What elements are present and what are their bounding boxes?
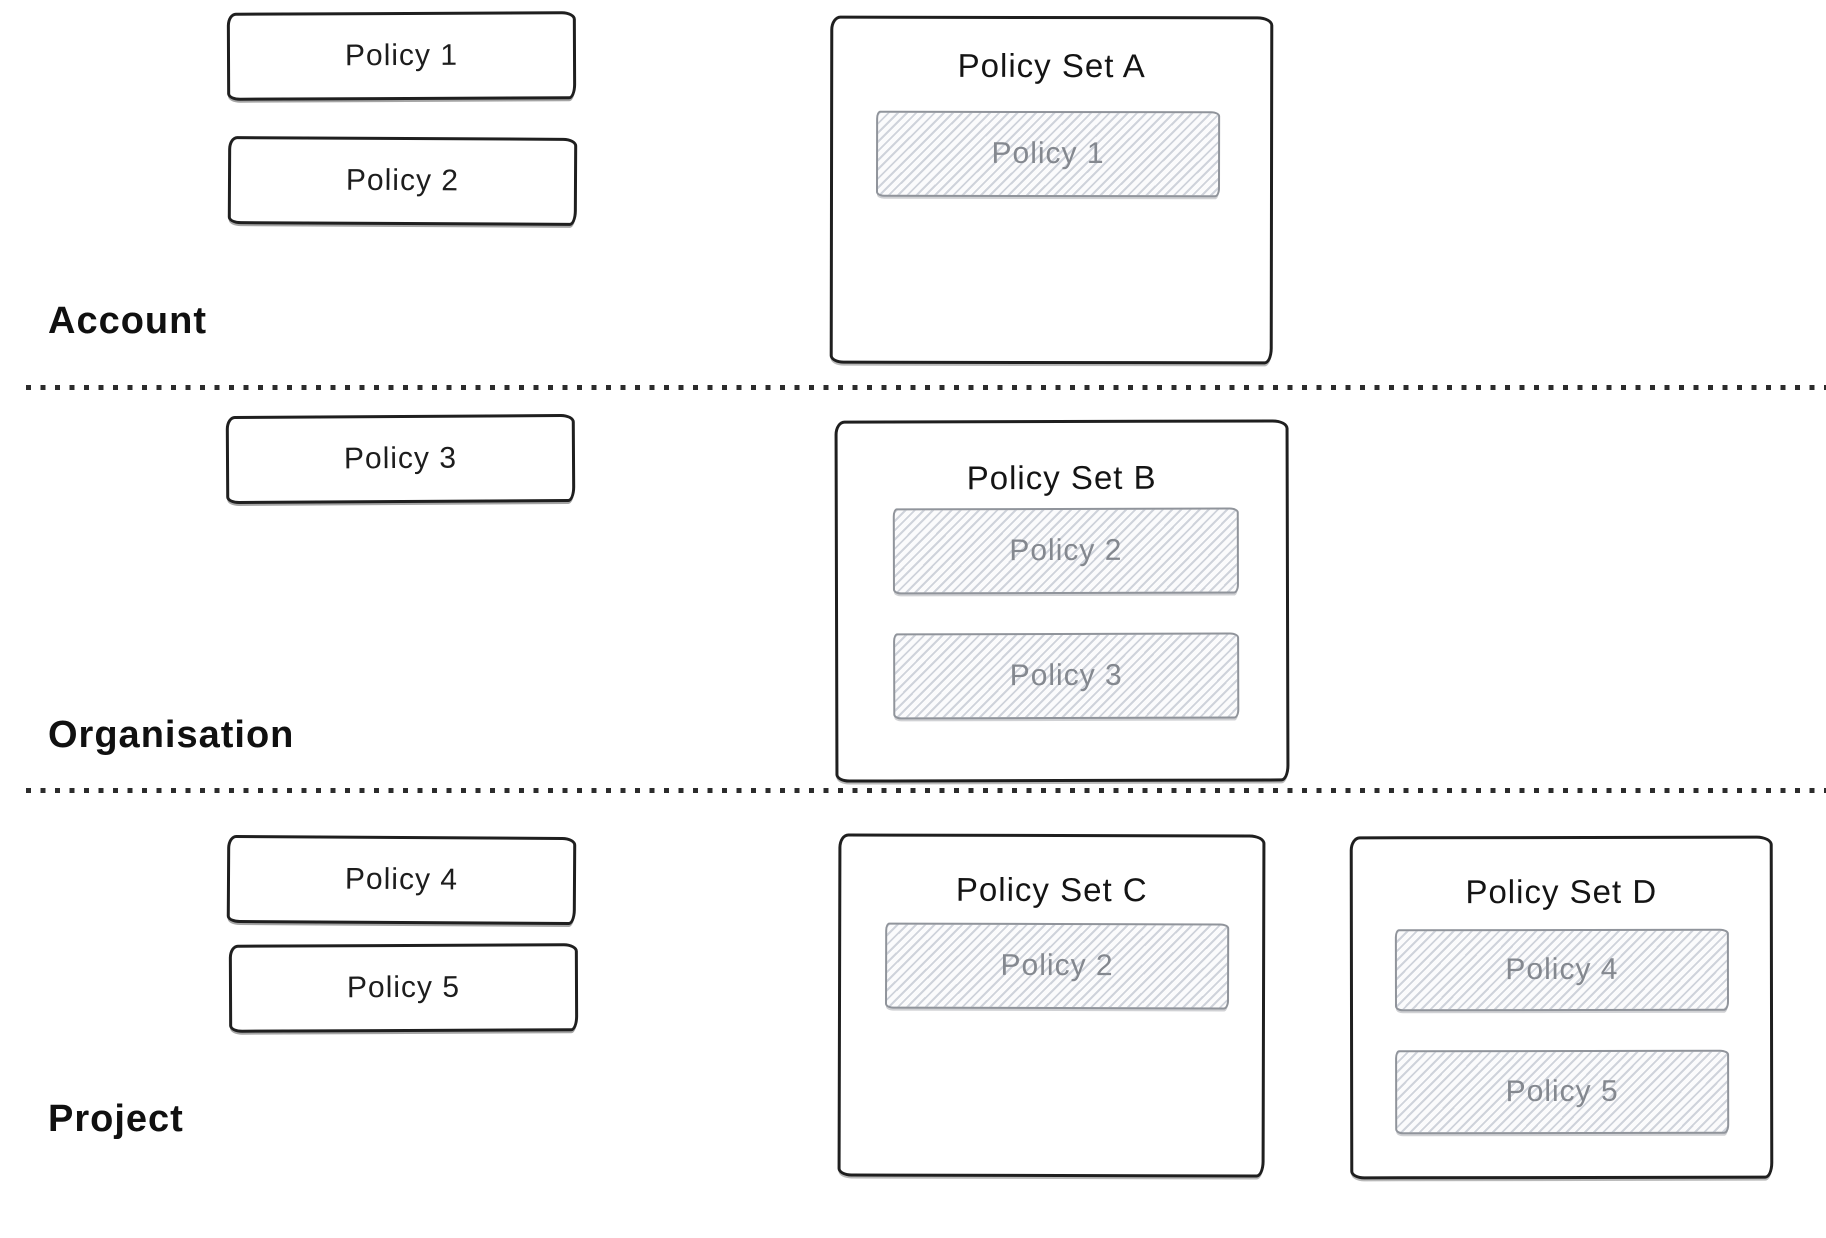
policy-set-b-member-policy-2: Policy 2 (892, 507, 1239, 595)
tier-label-account: Account (48, 300, 207, 342)
policy-4-box: Policy 4 (226, 834, 577, 926)
policy-set-d-title: Policy Set D (1465, 872, 1658, 911)
policy-5-box: Policy 5 (228, 943, 579, 1033)
policy-set-a: Policy Set A Policy 1 (829, 15, 1274, 365)
policy-set-d-member-policy-4: Policy 4 (1394, 928, 1730, 1012)
tier-label-project: Project (48, 1098, 184, 1140)
policy-set-d: Policy Set D Policy 4 Policy 5 (1349, 835, 1774, 1180)
policy-set-c-title: Policy Set C (955, 870, 1148, 909)
policy-2-box: Policy 2 (227, 136, 578, 226)
policy-set-d-member-policy-5: Policy 5 (1395, 1049, 1730, 1135)
policy-set-b: Policy Set B Policy 2 Policy 3 (834, 419, 1290, 783)
tier-separator-organisation-project (26, 788, 1826, 793)
policy-set-b-member-policy-3: Policy 3 (893, 632, 1240, 720)
policy-set-c-member-policy-2: Policy 2 (884, 922, 1230, 1010)
policy-1-box: Policy 1 (226, 11, 577, 101)
tier-separator-account-organisation (26, 385, 1826, 390)
policy-set-c: Policy Set C Policy 2 (837, 833, 1266, 1178)
policy-set-a-member-policy-1: Policy 1 (875, 110, 1221, 198)
tier-label-organisation: Organisation (48, 714, 295, 756)
policy-set-b-title: Policy Set B (966, 458, 1157, 497)
policy-3-box: Policy 3 (225, 413, 576, 505)
policy-set-a-title: Policy Set A (957, 46, 1146, 85)
